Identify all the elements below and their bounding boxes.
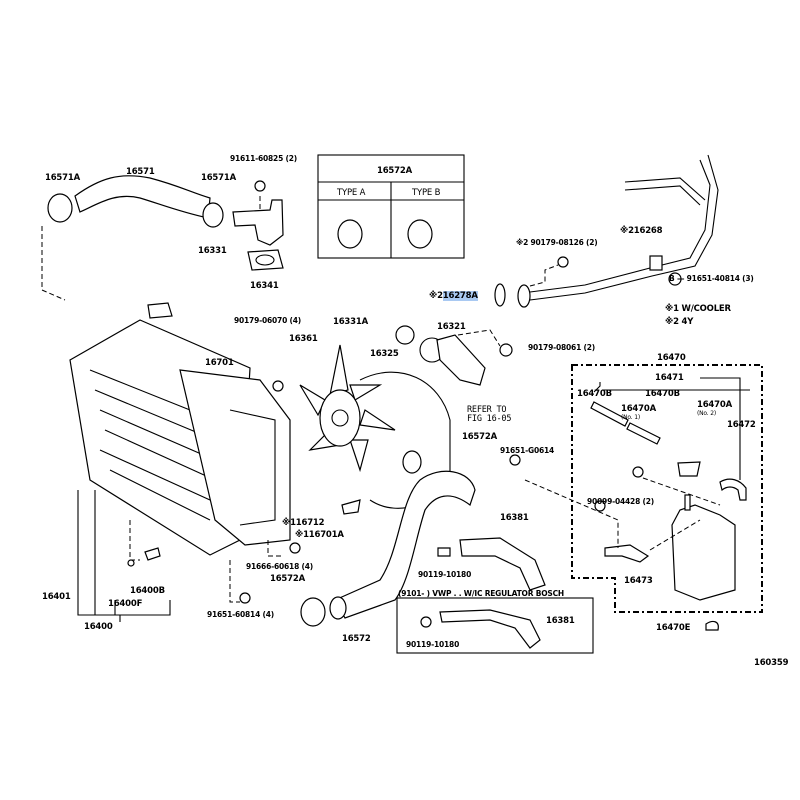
part-label[interactable]: 16470E — [656, 623, 691, 633]
fan-belt — [359, 371, 451, 509]
part-label[interactable]: ※116712 — [282, 518, 325, 528]
part-number: 16470A — [697, 400, 732, 410]
part-label[interactable]: 16571A — [201, 173, 236, 183]
part-label[interactable]: 16571 — [126, 167, 155, 177]
variant-box — [396, 597, 594, 654]
bracket-16381 — [459, 537, 546, 591]
inset-table-title: 16572A — [377, 166, 412, 176]
refer-fig-link[interactable]: FIG 16-05 — [467, 414, 512, 424]
part-label[interactable]: 91611-60825 (2) — [230, 154, 297, 163]
note-4y: ※2 4Y — [665, 317, 694, 327]
part-label[interactable]: 16400B — [130, 586, 165, 596]
highlighted-part-number[interactable]: 16278A — [442, 291, 478, 301]
inset-type-b: TYPE B — [412, 188, 441, 198]
part-label[interactable]: B — 91651-40814 (3) — [669, 274, 754, 283]
part-sub-note: (No. 1) — [621, 414, 640, 421]
part-label[interactable]: 90179-08061 (2) — [528, 343, 595, 352]
part-number: 16470A — [621, 404, 656, 414]
part-label[interactable]: 90119-10180 — [406, 640, 460, 649]
part-label[interactable]: 16701 — [205, 358, 234, 368]
part-label[interactable]: 16401 — [42, 592, 71, 602]
part-label[interactable]: 90099-04428 (2) — [587, 497, 654, 506]
part-label[interactable]: 16571A — [45, 173, 80, 183]
clamp-left — [47, 193, 73, 223]
upper-hose — [74, 175, 211, 219]
part-label[interactable]: 91651-G0614 — [500, 446, 555, 455]
part-label[interactable]: 90119-10180 — [418, 570, 472, 579]
reservoir-tank — [671, 504, 736, 601]
part-label[interactable]: 16470B — [645, 389, 680, 399]
part-label[interactable]: 16381 — [500, 513, 529, 523]
part-label[interactable]: 16331 — [198, 246, 227, 256]
part-label[interactable]: 16572 — [342, 634, 371, 644]
part-label[interactable]: 16472 — [727, 420, 756, 430]
lower-hose — [334, 470, 476, 619]
part-label[interactable]: 16473 — [624, 576, 653, 586]
fan-shroud — [179, 369, 291, 546]
part-label[interactable]: 16381 — [546, 616, 575, 626]
bolt-marker-b: B — [669, 274, 675, 283]
part-label[interactable]: 16470A(No. 2) — [697, 400, 732, 417]
part-label[interactable]: 16572A — [270, 574, 305, 584]
part-label[interactable]: 16471 — [655, 373, 684, 383]
part-label[interactable]: ※216278A — [429, 291, 478, 301]
part-label[interactable]: 16341 — [250, 281, 279, 291]
variant-box-title: (9101- ) VWP . . W/IC REGULATOR BOSCH — [398, 589, 564, 598]
part-label[interactable]: ※216268 — [620, 226, 663, 236]
water-inlet-16321 — [436, 334, 486, 386]
part-label[interactable]: 16400 — [84, 622, 113, 632]
water-outlet — [232, 199, 284, 246]
part-number: 91651-40814 (3) — [686, 274, 754, 283]
part-label[interactable]: 91666-60618 (4) — [246, 562, 313, 571]
part-label[interactable]: 16361 — [289, 334, 318, 344]
part-label[interactable]: 16331A — [333, 317, 368, 327]
part-label[interactable]: 16572A — [462, 432, 497, 442]
inset-type-a: TYPE A — [337, 188, 366, 198]
note-marker: ※2 — [429, 291, 443, 301]
bypass-pipe — [529, 154, 719, 301]
part-label[interactable]: 16321 — [437, 322, 466, 332]
part-label[interactable]: ※2 90179-08126 (2) — [516, 238, 598, 247]
part-label[interactable]: 16470A(No. 1) — [621, 404, 656, 421]
part-label[interactable]: ※116701A — [295, 530, 344, 540]
gasket-16341 — [247, 249, 284, 271]
part-label[interactable]: 16470B — [577, 389, 612, 399]
part-sub-note: (No. 2) — [697, 410, 716, 417]
part-label[interactable]: 16470 — [657, 353, 686, 363]
part-label[interactable]: 16325 — [370, 349, 399, 359]
refer-to-label: REFER TO — [467, 405, 507, 415]
part-label[interactable]: 90179-06070 (4) — [234, 316, 301, 325]
part-label[interactable]: 16400F — [108, 599, 143, 609]
reservoir-group-box — [571, 364, 763, 613]
note-w-cooler: ※1 W/COOLER — [665, 304, 731, 314]
diagram-number: 160359 — [754, 658, 789, 668]
part-label[interactable]: 91651-60814 (4) — [207, 610, 274, 619]
clamp-right — [202, 202, 224, 228]
